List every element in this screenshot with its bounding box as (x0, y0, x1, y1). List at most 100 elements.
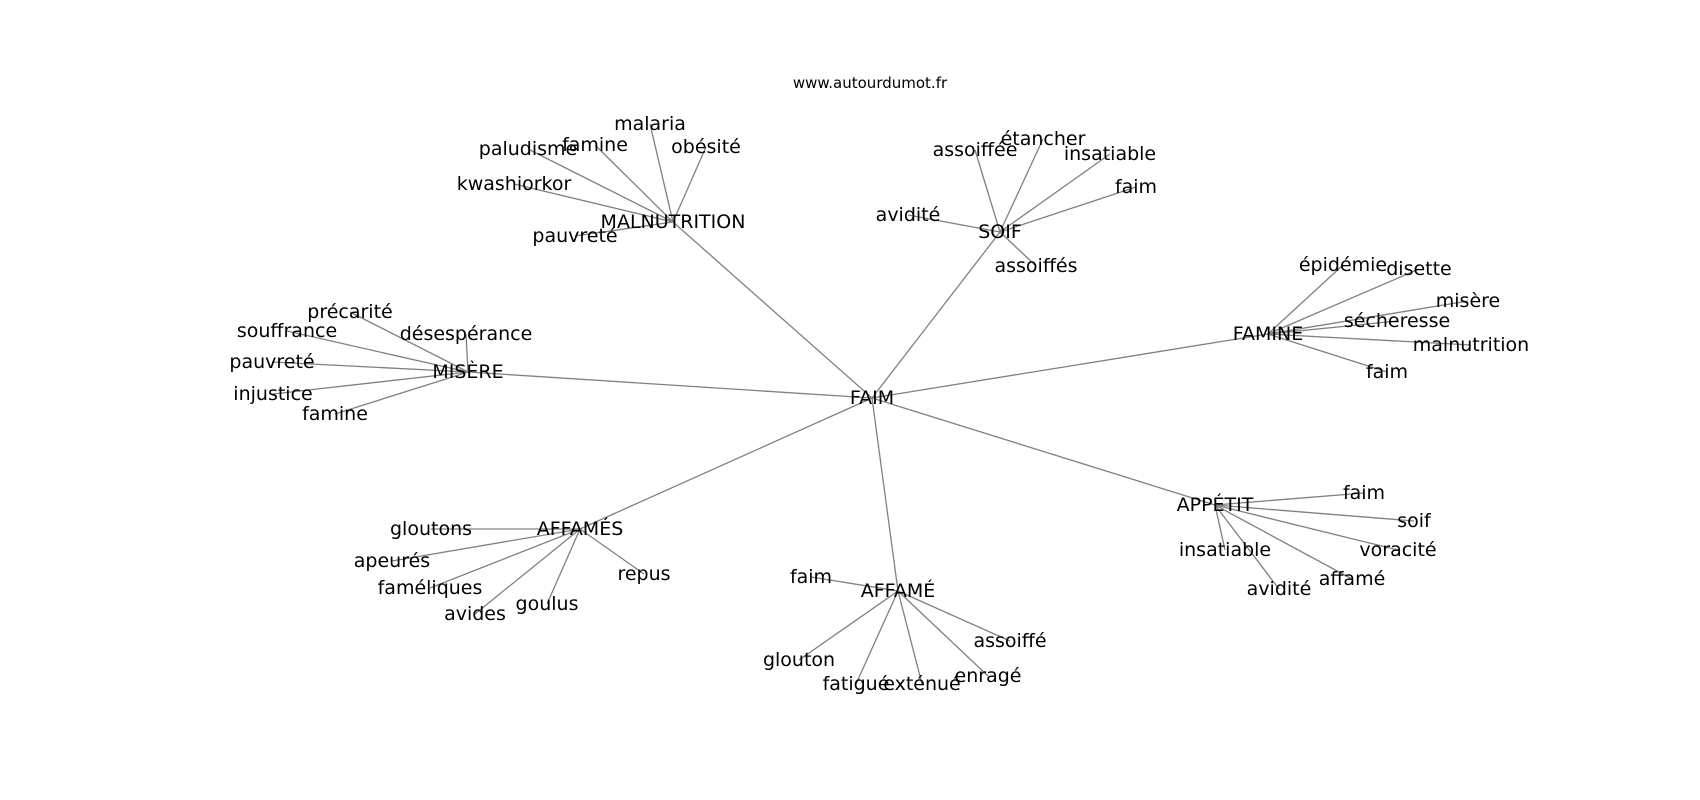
edge-affame-extenue (897, 590, 923, 685)
edge-famine-malnutrition (1267, 333, 1472, 346)
edge-famine-secheresse (1267, 320, 1398, 335)
node-hub-malnutrition: MALNUTRITION (601, 211, 746, 233)
node-word-appetit-soif: soif (1397, 510, 1432, 532)
edge-affame-faim (810, 576, 899, 592)
node-hub-appetit: APPÉTIT (1177, 493, 1254, 516)
edge-malnutrition-kwashiorkor (513, 183, 674, 223)
edge-malnutrition-malaria (649, 123, 674, 223)
edge-famine-misere (1267, 300, 1469, 335)
edge-appetit-avidite (1214, 504, 1280, 590)
edge-misere-famine (334, 371, 469, 415)
node-hub-soif: SOIF (978, 221, 1022, 243)
node-word-malnutrition-obesite: obésité (671, 136, 741, 158)
edge-soif-avidite (907, 214, 1001, 233)
node-word-affames-repus: repus (617, 563, 670, 585)
node-hub-misere: MISÈRE (432, 360, 503, 383)
node-word-misere-desesperance: désespérance (400, 323, 533, 345)
edge-affame-fatigue (855, 590, 899, 685)
node-word-affame-glouton: glouton (763, 649, 835, 671)
edge-misere-souffrance (286, 330, 469, 373)
node-word-malnutrition-kwashiorkor: kwashiorkor (457, 173, 572, 195)
node-word-misere-pauvrete: pauvreté (229, 351, 314, 373)
edge-appetit-soif (1214, 504, 1415, 522)
edge-faim-affames (579, 397, 873, 530)
node-word-misere-souffrance: souffrance (237, 320, 337, 342)
edge-misere-precarite (349, 311, 469, 373)
node-word-famine-malnutrition: malnutrition (1413, 334, 1529, 356)
node-root-faim: FAIM (850, 387, 894, 409)
edge-faim-malnutrition (672, 221, 873, 399)
node-word-famine-epidemie: épidémie (1299, 254, 1387, 276)
node-word-appetit-insatiable: insatiable (1179, 539, 1271, 561)
graph-edges (271, 123, 1472, 685)
edge-famine-epidemie (1267, 264, 1344, 335)
edge-affame-assoiffe (897, 590, 1011, 642)
edge-malnutrition-paludisme (527, 148, 674, 223)
edge-soif-assoiffee (974, 149, 1001, 233)
edge-affames-repus (579, 528, 645, 575)
edge-misere-injustice (272, 371, 469, 395)
edge-malnutrition-famine (594, 144, 674, 223)
node-word-appetit-voracite: voracité (1359, 539, 1436, 561)
edge-affame-glouton (798, 590, 899, 661)
edge-soif-etancher (999, 138, 1044, 233)
edge-faim-appetit (871, 397, 1216, 506)
edge-famine-faim (1267, 333, 1388, 373)
node-word-malnutrition-malaria: malaria (614, 113, 686, 135)
node-word-affames-apeures: apeurés (354, 550, 430, 572)
node-word-famine-disette: disette (1386, 258, 1452, 280)
node-word-appetit-affame: affamé (1319, 568, 1386, 590)
node-word-affames-avides: avides (444, 603, 506, 625)
node-word-misere-famine: famine (302, 403, 368, 425)
node-word-affame-assoiffe: assoiffé (973, 630, 1046, 652)
node-word-soif-assoiffee: assoiffée (933, 139, 1018, 161)
edge-appetit-insatiable (1214, 504, 1226, 551)
node-word-affame-fatigue: fatigué (823, 673, 890, 695)
edge-affame-enrage (897, 590, 989, 677)
node-word-misere-injustice: injustice (233, 383, 312, 405)
node-hub-affame: AFFAMÉ (861, 579, 936, 602)
node-word-soif-etancher: étancher (1001, 128, 1086, 150)
edge-soif-assoiffes (999, 231, 1037, 267)
edge-soif-insatiable (999, 153, 1111, 233)
node-word-soif-faim: faim (1115, 176, 1157, 198)
edge-faim-misere (467, 371, 873, 399)
node-hub-famine: FAMINE (1233, 323, 1303, 345)
node-word-appetit-faim: faim (1343, 482, 1385, 504)
node-word-affames-fameliques: faméliques (378, 577, 483, 599)
node-word-famine-secheresse: sécheresse (1344, 310, 1450, 332)
edge-soif-faim (999, 186, 1137, 233)
node-word-soif-insatiable: insatiable (1064, 143, 1156, 165)
edge-affames-apeures (391, 528, 581, 562)
node-word-affames-gloutons: gloutons (390, 518, 472, 540)
edge-faim-soif (871, 231, 1001, 399)
node-word-misere-precarite: précarité (307, 301, 392, 323)
node-word-malnutrition-pauvrete: pauvreté (532, 225, 617, 247)
node-word-malnutrition-famine: famine (562, 134, 628, 156)
edge-affames-fameliques (429, 528, 581, 589)
node-word-appetit-avidite: avidité (1247, 578, 1312, 600)
node-word-soif-assoiffes: assoiffés (994, 255, 1077, 277)
node-word-affames-goulus: goulus (516, 593, 579, 615)
edge-faim-famine (871, 333, 1269, 399)
edge-malnutrition-pauvrete (574, 221, 674, 237)
edge-famine-disette (1267, 268, 1420, 335)
edge-faim-affame (871, 397, 899, 592)
site-url: www.autourdumot.fr (793, 74, 948, 92)
node-word-affame-enrage: enragé (955, 665, 1022, 687)
edge-misere-pauvrete (271, 361, 469, 373)
node-word-famine-misere: misère (1436, 290, 1500, 312)
edge-affames-avides (474, 528, 581, 615)
edge-appetit-voracite (1214, 504, 1399, 551)
node-word-malnutrition-paludisme: paludisme (479, 138, 577, 160)
edge-appetit-faim (1214, 492, 1365, 506)
node-word-soif-avidite: avidité (876, 204, 941, 226)
node-word-affame-extenue: exténué (883, 673, 961, 695)
edge-appetit-affame (1214, 504, 1353, 580)
edge-misere-desesperance (465, 333, 469, 373)
edge-malnutrition-obesite (672, 146, 707, 223)
node-hub-affames: AFFAMÉS (537, 517, 624, 540)
edge-affames-goulus (546, 528, 581, 605)
